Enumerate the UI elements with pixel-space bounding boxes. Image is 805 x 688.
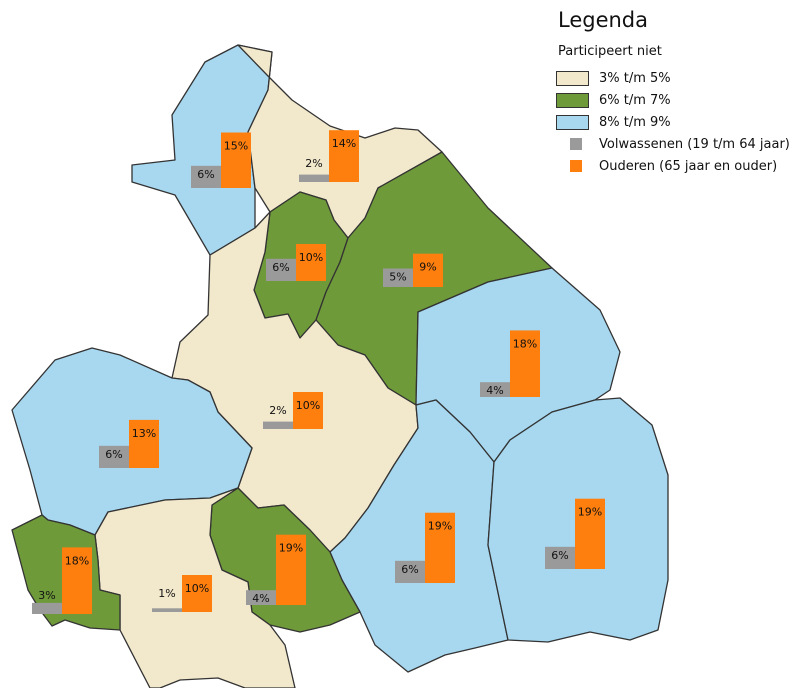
bar-charts: 6% 15% 2% 14% 6% 10% 5% 9% 4% 18% 2% 10% 6% 13% 6% 19% 6… xyxy=(32,130,605,614)
legend-label-class-1: 3% t/m 5% xyxy=(599,70,671,86)
bar-volwassenen-north-central xyxy=(266,258,296,281)
bar-ouderen-north-central xyxy=(296,244,326,281)
bar-volwassenen-south-east xyxy=(395,560,425,583)
bar-volwassenen-south-west xyxy=(32,602,62,614)
label-ouderen-east: 18% xyxy=(513,337,537,350)
label-ouderen-north-west: 15% xyxy=(224,140,248,153)
legend-title: Legenda xyxy=(558,8,649,32)
bar-volwassenen-north xyxy=(299,174,329,182)
bar-volwassenen-east xyxy=(480,382,510,397)
bar-volwassenen-north-east xyxy=(383,268,413,287)
bar-volwassenen-south-far-east xyxy=(545,546,575,569)
label-ouderen-south-east: 19% xyxy=(428,520,452,533)
label-volwassenen-north-central: 6% xyxy=(272,261,289,274)
bar-ouderen-south-central xyxy=(276,534,306,605)
label-ouderen-south: 10% xyxy=(185,582,209,595)
legend-swatch-class-3 xyxy=(556,114,589,130)
label-ouderen-south-central: 19% xyxy=(279,542,303,555)
legend-item-class-1: 3% t/m 5% xyxy=(556,67,805,89)
label-ouderen-south-west: 18% xyxy=(65,554,89,567)
label-ouderen-central: 10% xyxy=(296,399,320,412)
bar-ouderen-south-far-east xyxy=(575,498,605,569)
label-volwassenen-north-east: 5% xyxy=(389,271,406,284)
label-volwassenen-south-far-east: 6% xyxy=(551,549,568,562)
bar-volwassenen-west xyxy=(99,445,129,468)
bar-ouderen-east xyxy=(510,330,540,397)
legend-label-ouderen: Ouderen (65 jaar en ouder) xyxy=(599,158,778,174)
label-volwassenen-south-west: 3% xyxy=(38,589,55,602)
legend-label-class-3: 8% t/m 9% xyxy=(599,114,671,130)
label-volwassenen-south: 1% xyxy=(158,587,175,600)
legend-label-class-2: 6% t/m 7% xyxy=(599,92,671,108)
legend-swatch-volwassenen xyxy=(570,138,582,150)
label-ouderen-north-central: 10% xyxy=(299,251,323,264)
bar-volwassenen-north-west xyxy=(191,165,221,188)
bar-ouderen-west xyxy=(129,419,159,468)
bar-volwassenen-south xyxy=(152,608,182,612)
label-volwassenen-north: 2% xyxy=(305,157,322,170)
bar-volwassenen-south-central xyxy=(246,590,276,605)
legend-item-class-3: 8% t/m 9% xyxy=(556,111,805,133)
legend-item-class-2: 6% t/m 7% xyxy=(556,89,805,111)
bar-ouderen-north-west xyxy=(221,132,251,188)
legend-swatch-ouderen xyxy=(570,160,582,172)
bar-ouderen-north-east xyxy=(413,253,443,287)
region-south-east xyxy=(329,399,509,673)
label-volwassenen-south-east: 6% xyxy=(401,563,418,576)
legend-swatch-class-2 xyxy=(556,92,589,108)
bar-volwassenen-central xyxy=(263,421,293,429)
bar-ouderen-central xyxy=(293,392,323,429)
label-volwassenen-central: 2% xyxy=(269,404,286,417)
label-volwassenen-south-central: 4% xyxy=(252,592,269,605)
bar-ouderen-south-west xyxy=(62,547,92,614)
legend-swatch-class-1 xyxy=(556,70,589,86)
legend-item-volwassenen: Volwassenen (19 t/m 64 jaar) xyxy=(556,133,805,155)
label-ouderen-north: 14% xyxy=(332,137,356,150)
label-ouderen-west: 13% xyxy=(132,427,156,440)
bar-ouderen-south-east xyxy=(425,512,455,583)
label-volwassenen-north-west: 6% xyxy=(197,168,214,181)
legend-label-volwassenen: Volwassenen (19 t/m 64 jaar) xyxy=(599,136,790,152)
bar-ouderen-south xyxy=(182,575,212,612)
label-volwassenen-west: 6% xyxy=(105,448,122,461)
bar-ouderen-north xyxy=(329,130,359,182)
label-volwassenen-east: 4% xyxy=(486,384,503,397)
legend-subtitle: Participeert niet xyxy=(558,44,662,59)
label-ouderen-north-east: 9% xyxy=(419,261,436,274)
legend-item-ouderen: Ouderen (65 jaar en ouder) xyxy=(556,155,805,177)
legend: Legenda Participeert niet 3% t/m 5% 6% t… xyxy=(556,8,805,177)
label-ouderen-south-far-east: 19% xyxy=(578,506,602,519)
